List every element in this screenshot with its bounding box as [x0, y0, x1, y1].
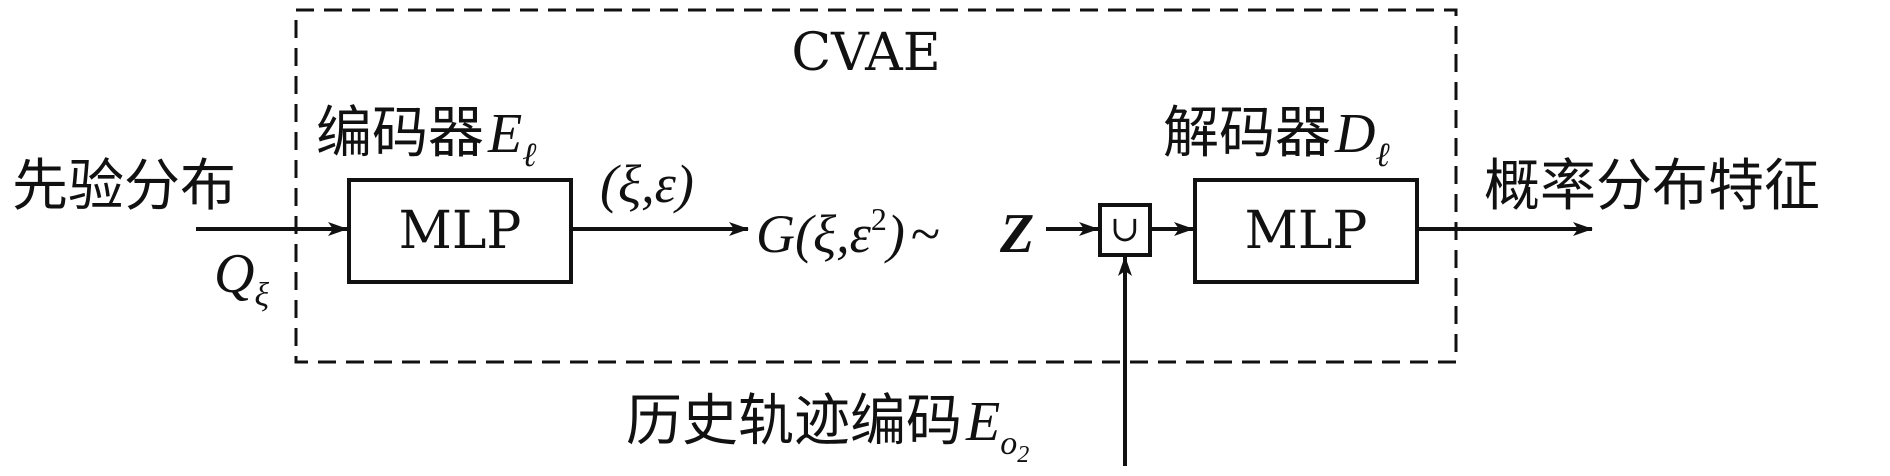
concat-symbol: ∪ — [1110, 209, 1140, 250]
decoder-box-text: MLP — [1245, 201, 1368, 261]
encoder-box-text: MLP — [399, 201, 522, 261]
input-var: Qξ — [214, 243, 269, 314]
latent-z: Z — [999, 203, 1034, 265]
concat-node — [1098, 203, 1152, 257]
input-label: 先验分布 — [12, 154, 236, 219]
decoder-label: 解码器Dℓ — [1163, 101, 1390, 174]
output-label: 概率分布特征 — [1484, 154, 1820, 219]
cvae-title: CVAE — [791, 23, 940, 83]
encoder-output-label: (ξ,ε) — [600, 154, 694, 214]
encoder-label: 编码器Eℓ — [316, 101, 536, 174]
decoder-box — [1193, 178, 1419, 284]
sampling-expression: G(ξ,ε2)~ — [756, 201, 940, 264]
history-label: 历史轨迹编码Eo2 — [626, 389, 1029, 468]
